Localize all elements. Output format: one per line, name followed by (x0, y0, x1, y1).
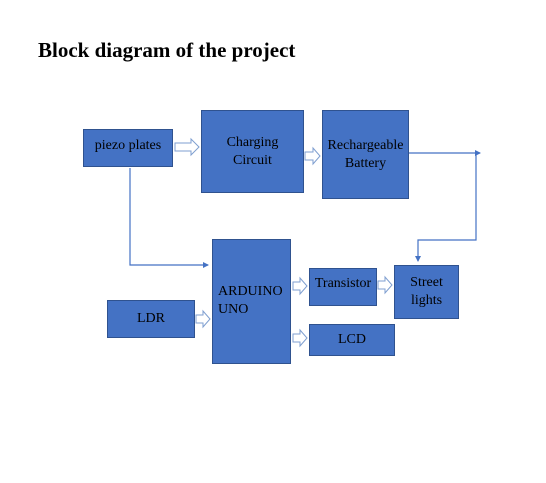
transistor-block: Transistor (309, 268, 377, 306)
street-lights-block: Street lights (394, 265, 459, 319)
hollow-arrow-piezo-to-charging (174, 137, 200, 157)
street-lights-label-line1: Street (410, 275, 443, 290)
lcd-block: LCD (309, 324, 395, 356)
charging-circuit-label-line1: Charging (226, 134, 279, 150)
arduino-uno-block: ARDUINO UNO (212, 239, 291, 364)
ldr-label: LDR (137, 311, 165, 326)
lcd-label: LCD (338, 332, 366, 347)
piezo-plates-block: piezo plates (83, 129, 173, 167)
street-lights-label-line2: lights (410, 293, 443, 308)
charging-circuit-block: Charging Circuit (201, 110, 304, 193)
hollow-arrow-arduino-to-transistor (292, 276, 308, 296)
connector-piezo-to-arduino (129, 168, 209, 268)
rechargeable-battery-block: Rechargeable Battery (322, 110, 409, 199)
piezo-plates-label: piezo plates (94, 138, 162, 153)
battery-label-line1: Rechargeable (327, 138, 404, 153)
hollow-arrow-charging-to-battery (304, 146, 321, 166)
ldr-block: LDR (107, 300, 195, 338)
transistor-label: Transistor (314, 276, 372, 291)
charging-circuit-label-line2: Circuit (233, 152, 272, 168)
arduino-label-line1: ARDUINO (218, 284, 283, 299)
hollow-arrow-ldr-to-arduino (195, 309, 211, 329)
arduino-label-line2: UNO (218, 302, 249, 317)
battery-label-line2: Battery (344, 156, 387, 171)
connector-battery-to-street-lights (415, 153, 477, 262)
diagram-title: Block diagram of the project (38, 38, 296, 62)
hollow-arrow-arduino-to-lcd (292, 328, 308, 348)
hollow-arrow-transistor-to-street (377, 275, 393, 295)
